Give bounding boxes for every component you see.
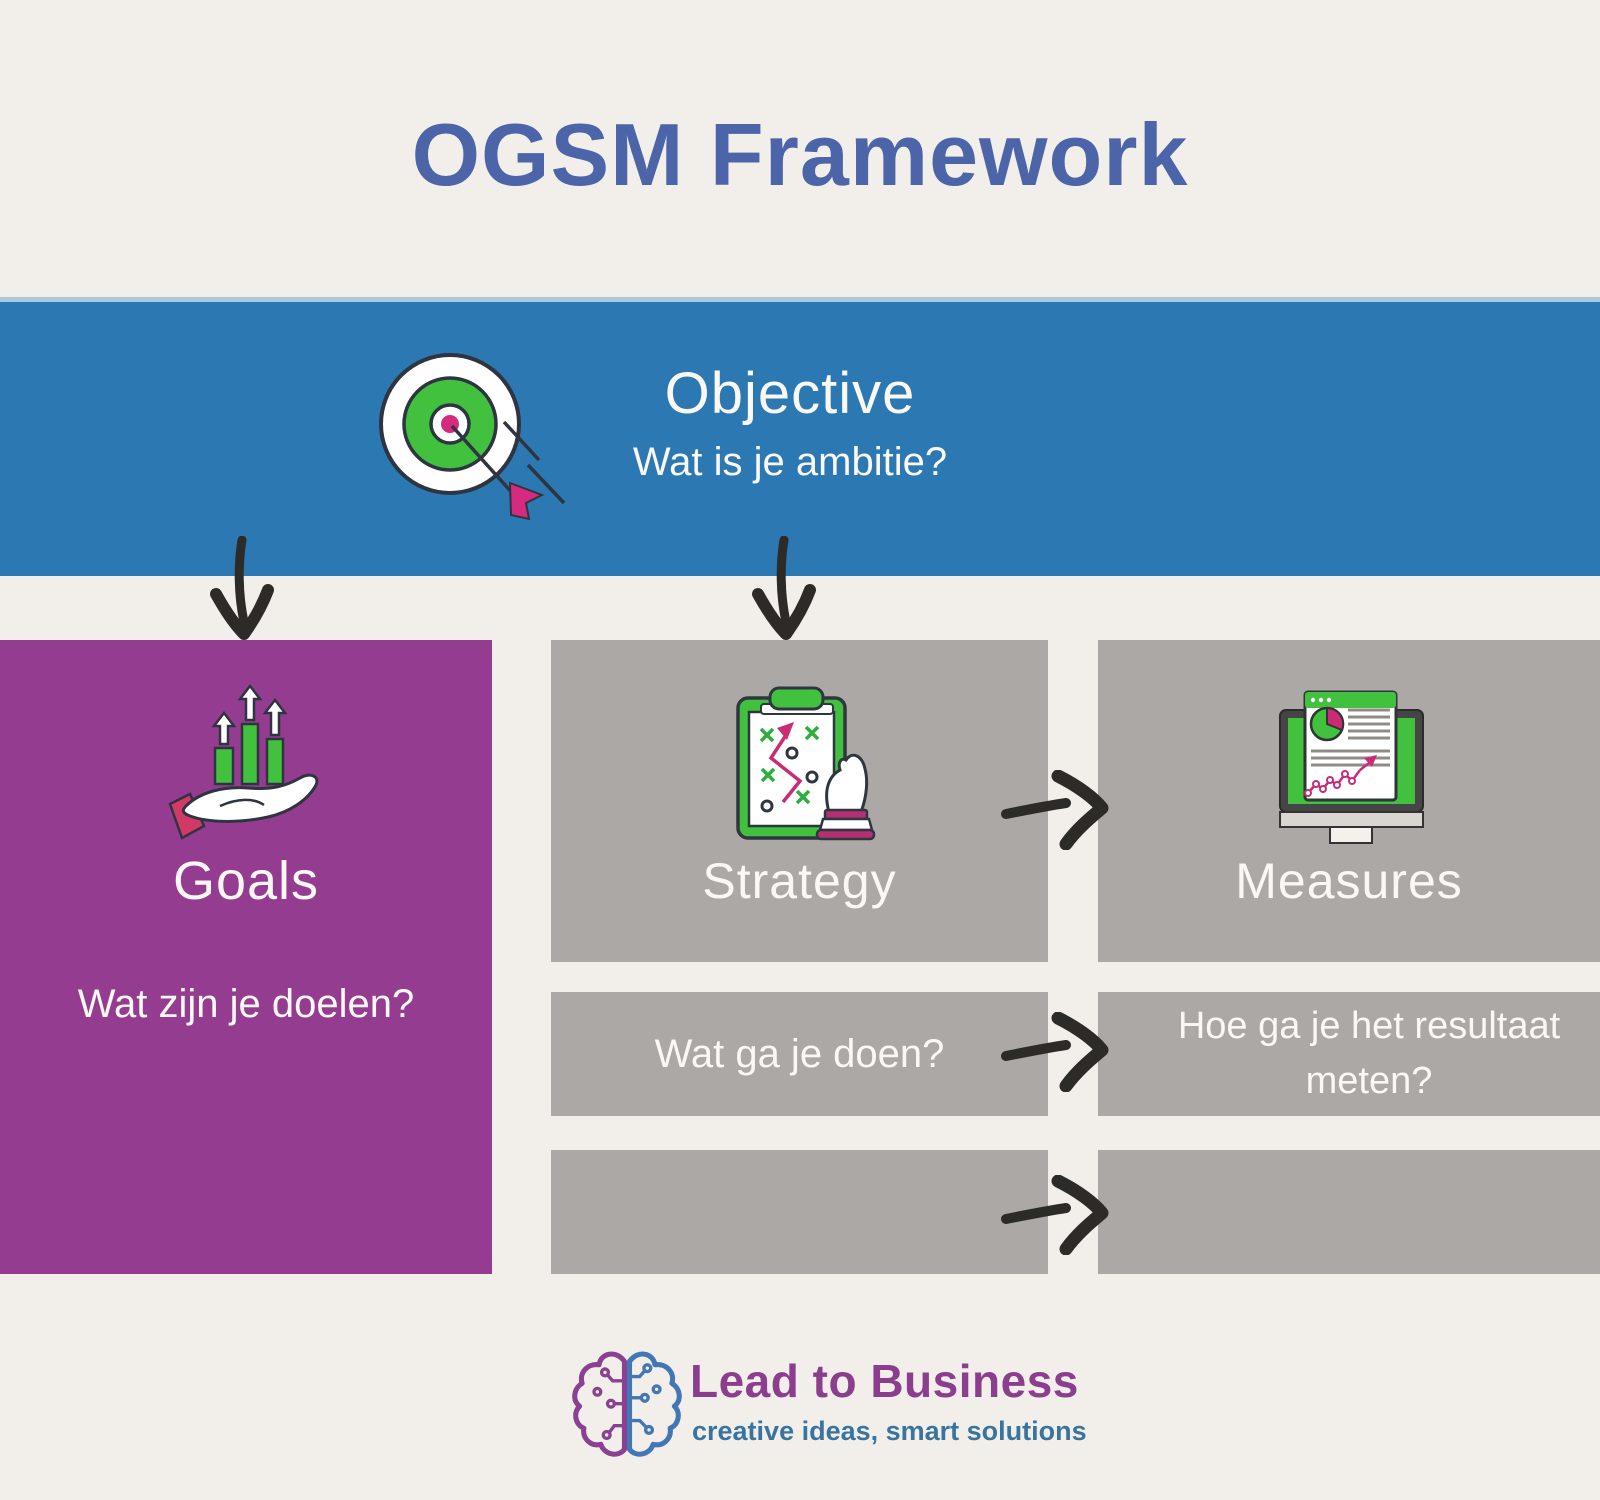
measures-monitor-icon — [1279, 690, 1424, 844]
brain-logo-icon — [572, 1351, 682, 1457]
brand-name: Lead to Business — [690, 1355, 1079, 1407]
right-arrow-row1-icon — [1001, 770, 1109, 850]
footer: Lead to Business creative ideas, smart s… — [0, 1330, 1600, 1500]
goals-question: Wat zijn je doelen? — [77, 982, 415, 1026]
strategy-header-box: Strategy — [551, 640, 1048, 962]
right-arrow-row2-icon — [1001, 1012, 1109, 1092]
objective-banner: Objective Wat is je ambitie? — [0, 297, 1600, 576]
objective-label: Objective — [664, 361, 916, 426]
measures-empty-box — [1098, 1150, 1600, 1274]
strategy-question: Wat ga je doen? — [654, 1031, 945, 1076]
measures-question-box: Hoe ga je het resultaat meten? — [1098, 992, 1600, 1116]
right-arrow-row3-icon — [1001, 1175, 1109, 1255]
strategy-empty-box — [551, 1150, 1048, 1274]
strategy-question-box: Wat ga je doen? — [551, 992, 1048, 1116]
measures-header-box: Measures — [1098, 640, 1600, 962]
measures-question: Hoe ga je het resultaat meten? — [1177, 1004, 1561, 1102]
down-arrow-strategy-icon — [752, 536, 816, 640]
objective-question: Wat is je ambitie? — [632, 440, 948, 484]
strategy-label: Strategy — [702, 853, 897, 909]
goals-box: Goals Wat zijn je doelen? — [0, 640, 492, 1274]
growth-hand-icon — [168, 683, 319, 840]
target-icon — [379, 353, 566, 521]
page-title: OGSM Framework — [411, 105, 1189, 204]
down-arrow-goals-icon — [210, 536, 274, 640]
goals-label: Goals — [172, 851, 320, 911]
measures-label: Measures — [1235, 853, 1463, 909]
strategy-clipboard-icon — [736, 686, 876, 841]
brand-tagline: creative ideas, smart solutions — [692, 1416, 1087, 1446]
